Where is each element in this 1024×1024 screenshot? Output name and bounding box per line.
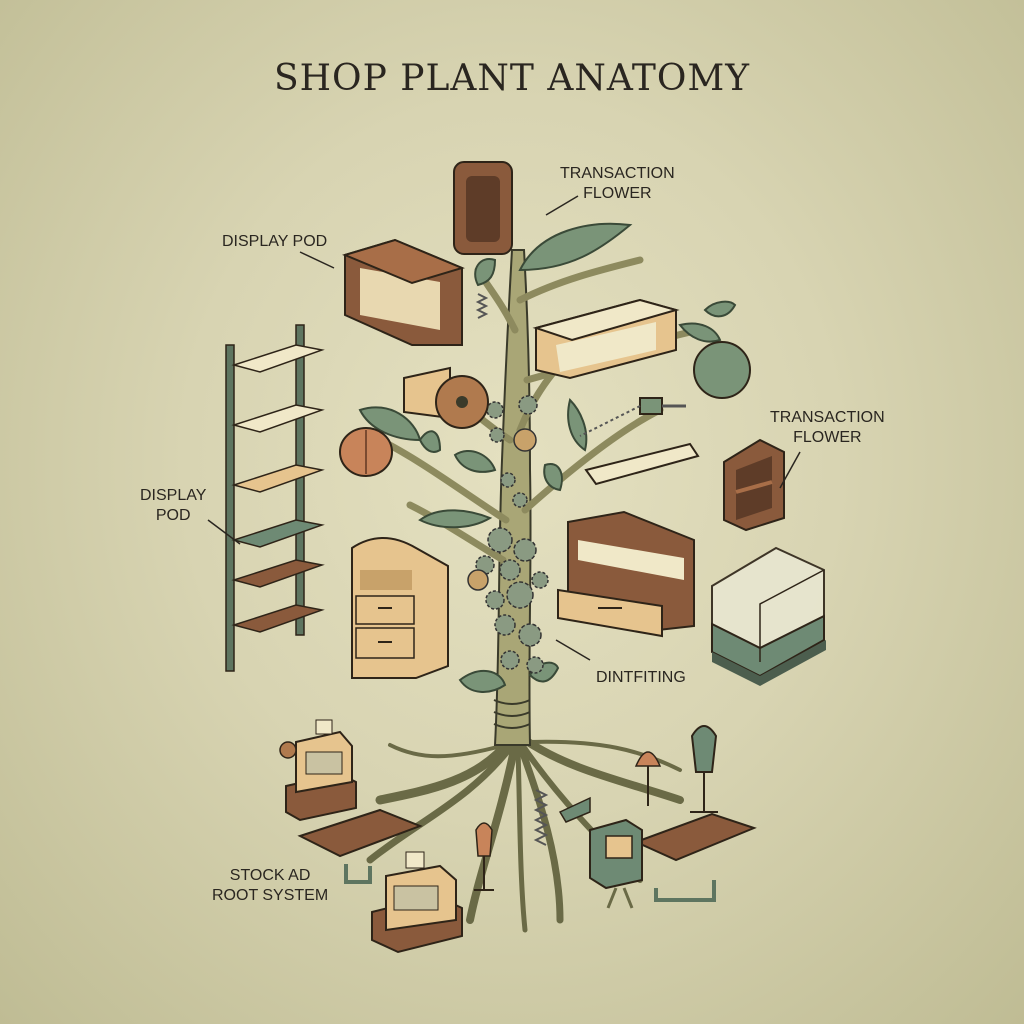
leaves (358, 222, 737, 693)
lamp-right (634, 751, 662, 806)
display-pod-box (342, 238, 465, 346)
display-case (711, 546, 826, 686)
top-spring (475, 293, 489, 319)
label-line: STOCK AD (229, 867, 311, 884)
wall-bracket (558, 796, 591, 823)
label-line: POD (155, 507, 191, 524)
root-spring (533, 789, 549, 846)
small-cubby (723, 438, 785, 532)
transaction-flower-frame-top (453, 161, 513, 255)
mannequin-small (474, 822, 494, 891)
label-line: FLOWER (793, 429, 862, 446)
cash-register-bottom (371, 851, 463, 954)
fruit-left (339, 427, 393, 477)
gear-cluster (467, 395, 549, 674)
leader-lines (207, 195, 801, 661)
label-line: ROOT SYSTEM (212, 887, 329, 904)
bench-left (297, 808, 423, 884)
cabinet (351, 537, 449, 679)
label-display-pod-left: DISPLAY POD (140, 486, 206, 526)
label-root-system: STOCK AD ROOT SYSTEM (212, 866, 328, 906)
cream-shelf-box (532, 298, 680, 380)
drawer-shelf (557, 510, 695, 638)
card-terminal (589, 818, 643, 909)
label-line: TRANSACTION (770, 409, 885, 426)
wheel-bracket (403, 366, 489, 429)
diagram-title: SHOP PLANT ANATOMY (274, 58, 750, 99)
label-line: DISPLAY (140, 487, 207, 504)
fruit-right (693, 341, 751, 399)
label-display-pod-top: DISPLAY POD (222, 233, 328, 250)
label-dintfiting: DINTFITING (596, 669, 686, 686)
label-line: TRANSACTION (560, 165, 675, 182)
floating-board (584, 442, 700, 486)
label-line: FLOWER (583, 185, 652, 202)
cash-register-left (279, 719, 357, 822)
pipe-fitting (579, 397, 686, 437)
bench-right (633, 812, 757, 902)
ladder-shelf (225, 324, 325, 672)
label-transaction-flower-top: TRANSACTION FLOWER (560, 164, 675, 204)
label-transaction-flower-right: TRANSACTION FLOWER (770, 408, 885, 448)
mannequin-right (690, 725, 718, 813)
